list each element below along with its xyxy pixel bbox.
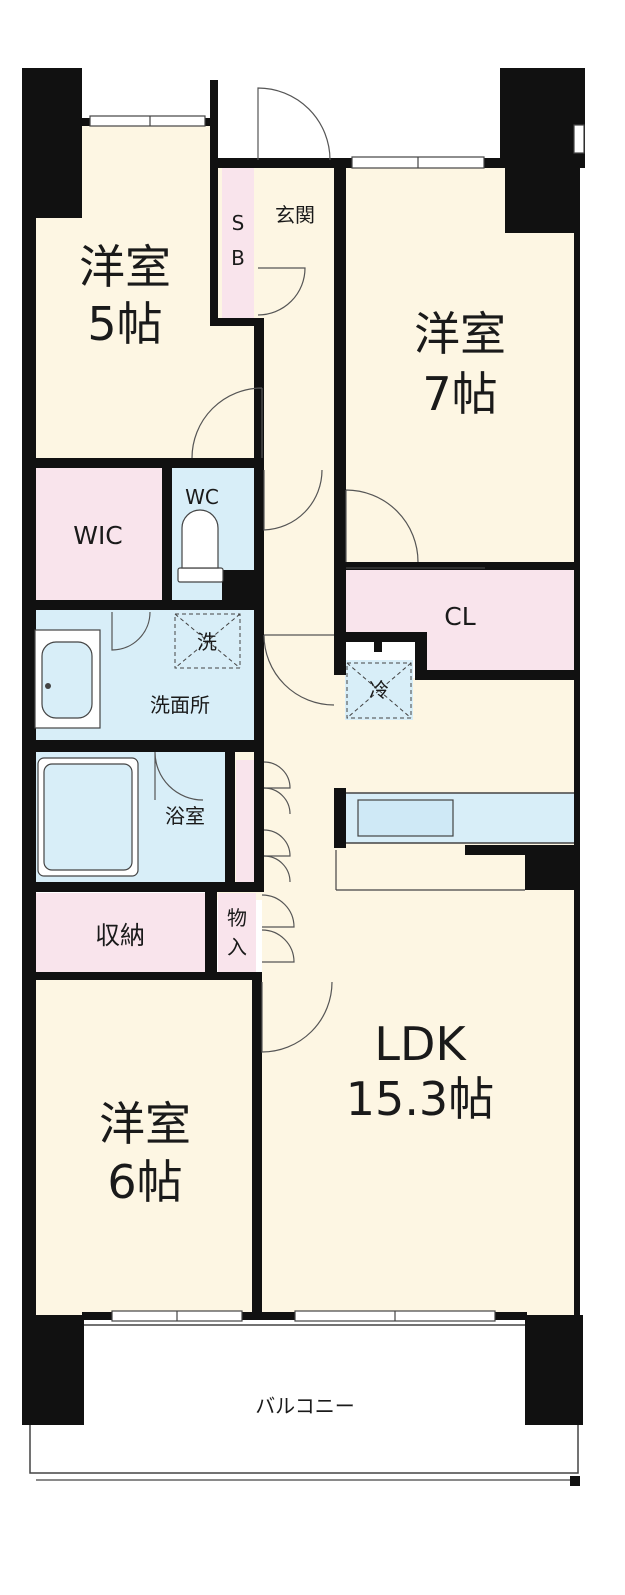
wall-fridge-pillar: [374, 632, 382, 652]
bathroom-label: 浴室: [165, 804, 205, 828]
wall-bedroom5-bottom: [22, 458, 264, 468]
toilet-fixture: [177, 509, 224, 583]
room-labels: 洋室 5帖 洋室 7帖 洋室 6帖 LDK 15.3帖 玄関 S B WIC W…: [73, 203, 506, 1418]
small-storage-area: [218, 893, 256, 973]
wall-corridor-left-mid: [254, 610, 264, 890]
wall-right: [574, 230, 580, 1320]
kitchen-pillar: [525, 845, 580, 890]
wall-corridor-right: [334, 160, 346, 568]
fridge-box: [346, 662, 412, 719]
washroom-label: 洗面所: [150, 693, 210, 717]
balcony-area: [29, 1324, 579, 1474]
western-room-6-label: 洋室: [99, 1097, 191, 1151]
shoe-box-label-b: B: [231, 246, 245, 270]
western-room-6-size: 6帖: [107, 1155, 182, 1209]
fridge-label: 冷: [369, 678, 389, 702]
wic-area: [35, 467, 163, 602]
fixtures: [34, 509, 580, 1486]
wic-label: WIC: [73, 521, 123, 550]
wall-bath-bottom: [22, 882, 264, 892]
small-storage-label-1: 物: [227, 906, 247, 930]
closet-area: [345, 568, 578, 670]
kitchen-wall-base: [465, 845, 525, 855]
shoe-box-area: [222, 168, 254, 320]
bathtub-fixture: [37, 757, 139, 877]
pillar-top-right-2: [505, 68, 580, 233]
ldk-area: [262, 660, 578, 1315]
wall-washroom-bottom: [22, 740, 264, 752]
pillar-bottom-right: [525, 1315, 583, 1425]
wall-storage-bottom: [22, 972, 262, 980]
linen-closet-area: [236, 760, 258, 884]
windows: [89, 115, 585, 1322]
washer-label: 洗: [197, 630, 217, 654]
ldk-label: LDK: [374, 1017, 467, 1071]
wc-label: WC: [185, 485, 219, 509]
wall-bedroom6-right: [252, 975, 262, 1320]
western-room-5-size: 5帖: [87, 297, 162, 351]
washbasin-fixture: [34, 629, 101, 729]
wall-wic-bottom: [22, 600, 264, 610]
shoe-box-label-s: S: [232, 211, 245, 235]
pillar-bottom-left: [22, 1315, 84, 1425]
storage-label: 収納: [95, 921, 145, 950]
small-storage-label-2: 入: [227, 935, 247, 959]
wall-bedroom5-step: [210, 318, 262, 326]
wall-wc-right: [254, 458, 264, 608]
wall-entrance-top: [218, 158, 348, 168]
ldk-size: 15.3帖: [346, 1072, 494, 1126]
washer-pan: [174, 613, 241, 669]
storage-area: [35, 893, 205, 973]
entrance-label: 玄関: [275, 203, 315, 227]
wall-bath-right: [225, 752, 235, 882]
western-room-7-area: [345, 165, 578, 562]
closet-label: CL: [444, 602, 475, 631]
wall-storage-divider: [205, 892, 217, 977]
balcony-label: バルコニー: [255, 1394, 355, 1418]
wall-cl-step: [345, 632, 425, 642]
western-room-5-label: 洋室: [79, 240, 171, 294]
wc-pipe-shaft: [222, 570, 256, 602]
western-room-7-size: 7帖: [422, 367, 497, 421]
kitchen-sink: [357, 799, 454, 837]
wall-bedroom5-right: [210, 80, 218, 325]
wall-cl-inner: [415, 632, 427, 677]
wall-left: [22, 68, 36, 1318]
doors: [111, 87, 525, 1053]
wall-wic-wc: [162, 458, 172, 608]
western-room-6-area: [35, 980, 257, 1315]
western-room-5-area: [35, 125, 262, 462]
wall-cl-bottom: [415, 670, 580, 680]
western-room-7-label: 洋室: [414, 307, 506, 361]
wall-cl-left: [334, 565, 346, 675]
wall-bedroom7-bottom: [334, 562, 580, 570]
wall-kitchen-end: [334, 788, 346, 848]
